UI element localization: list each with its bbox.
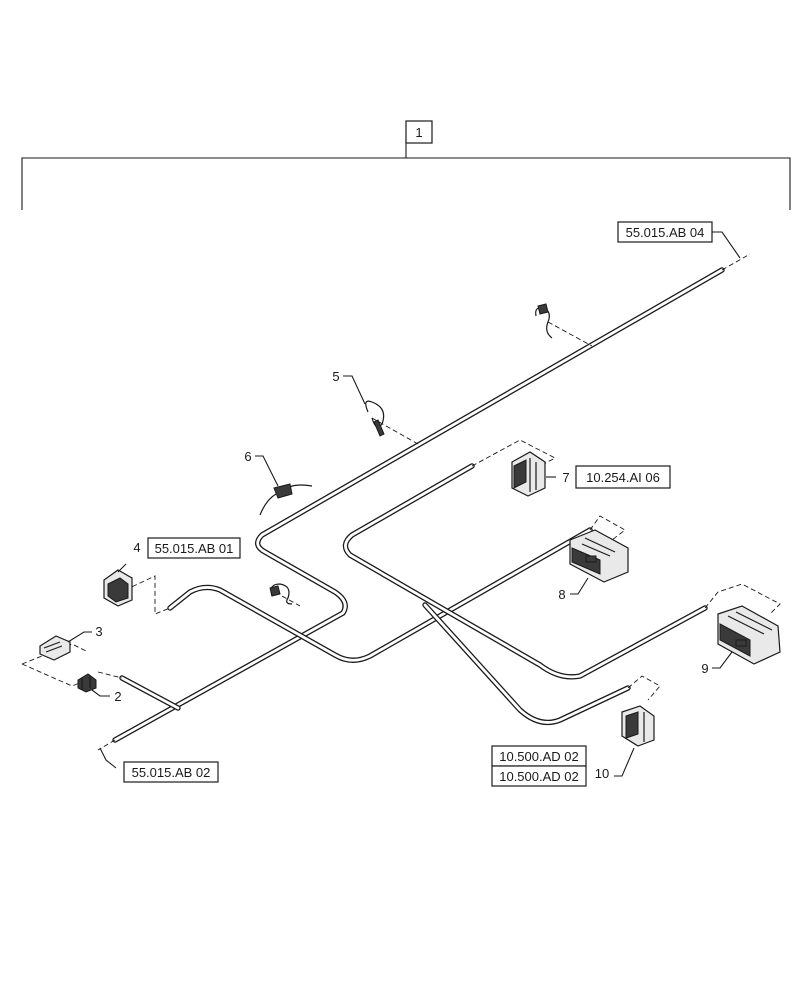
reference-label: 55.015.AB 04 — [626, 225, 705, 240]
callout-3: 3 — [95, 624, 102, 639]
item-2-fuse: 2 — [77, 673, 122, 704]
harness-cable — [112, 267, 725, 743]
tie-lower — [269, 583, 293, 605]
item-4-connector: 4 55.015.AB 01 — [103, 537, 241, 607]
assembly-bracket: 1 — [21, 120, 791, 210]
item-9-connector: 9 — [701, 605, 781, 676]
reference-bottom-left: 55.015.AB 02 — [99, 747, 219, 783]
item-10-connector: 10 10.500.AD 02 10.500.AD 02 — [491, 705, 655, 787]
callout-1: 1 — [415, 125, 422, 140]
item-5-cable-tie: 5 — [332, 369, 385, 437]
reference-label: 10.500.AD 02 — [499, 769, 579, 784]
tie-upper — [535, 303, 553, 339]
reference-label: 10.500.AD 02 — [499, 749, 579, 764]
item-3-clip: 3 — [39, 624, 103, 661]
connection-dashes — [21, 253, 781, 751]
item-6-wire-strap: 6 — [244, 449, 313, 516]
callout-9: 9 — [701, 661, 708, 676]
reference-top-right: 55.015.AB 04 — [617, 221, 741, 259]
callout-6: 6 — [244, 449, 251, 464]
callout-8: 8 — [558, 587, 565, 602]
reference-label: 55.015.AB 02 — [132, 765, 211, 780]
callout-5: 5 — [332, 369, 339, 384]
callout-7: 7 — [562, 470, 569, 485]
callout-4: 4 — [133, 540, 140, 555]
item-7-connector: 7 10.254.AI 06 — [511, 451, 671, 497]
reference-label: 55.015.AB 01 — [155, 541, 234, 556]
item-8-connector: 8 — [558, 529, 629, 602]
callout-10: 10 — [595, 766, 609, 781]
callout-2: 2 — [114, 689, 121, 704]
reference-label: 10.254.AI 06 — [586, 470, 660, 485]
